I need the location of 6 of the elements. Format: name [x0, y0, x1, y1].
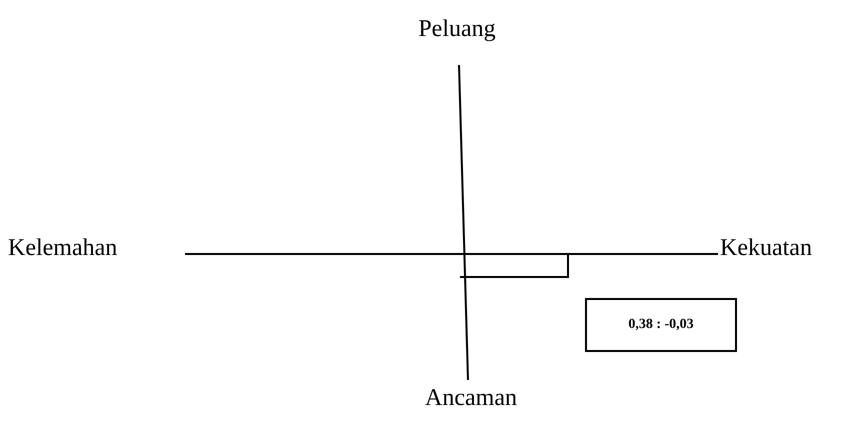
axis-label: Peluang — [418, 17, 496, 41]
axis-label: Kekuatan — [720, 236, 812, 260]
coordinate-value: 0,38 : -0,03 — [628, 317, 694, 333]
axis-label: Kelemahan — [8, 236, 118, 260]
axis-label: Ancaman — [425, 386, 517, 410]
value-box — [585, 298, 737, 352]
